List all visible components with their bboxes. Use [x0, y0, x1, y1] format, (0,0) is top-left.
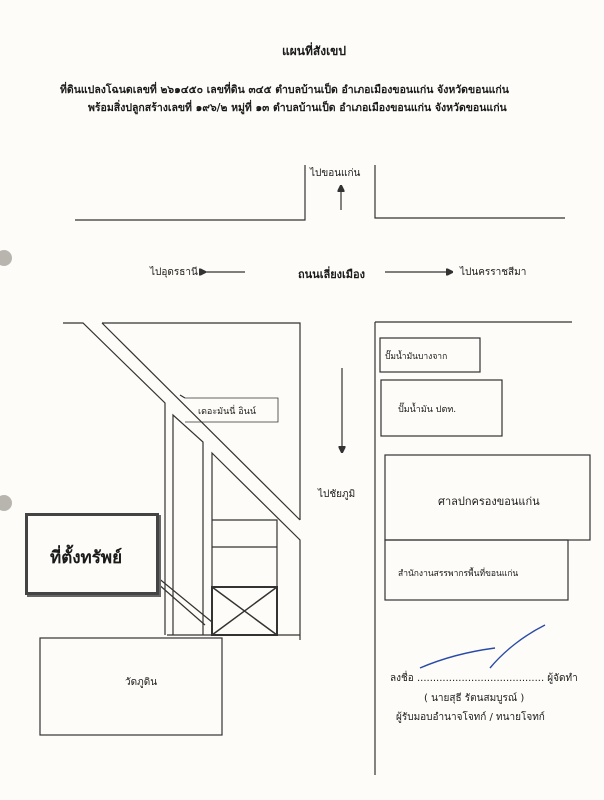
road-edge [172, 413, 204, 635]
property-x-mark [211, 586, 278, 636]
property-callout-box: ที่ตั้งทรัพย์ [25, 513, 159, 595]
wat-plot [39, 637, 223, 736]
road-edge [63, 322, 166, 635]
punch-hole [0, 250, 12, 266]
signer-role: ผู้รับมอบอำนาจโจทก์ / ทนายโจทก์ [396, 712, 545, 723]
signer-name: ( นายสุธี รัตนสมบูรณ์ ) [424, 693, 525, 704]
label-money-inn: เดอะมันนี่ อินน์ [198, 407, 256, 417]
right-road-edge [374, 321, 572, 775]
label-revenue-office: สำนักงานสรรพากรพื้นที่ขอนแก่น [398, 569, 519, 579]
label-wat: วัดภูดิน [125, 677, 158, 688]
top-road [75, 165, 565, 221]
title-line-1: ที่ดินแปลงโฉนดเลขที่ ๒๖๑๔๕๐ เลขที่ดิน ๓๔… [60, 84, 509, 96]
label-to-korat: ไปนครราชสีมา [460, 267, 527, 278]
map-title: แผนที่สังเขป [282, 44, 346, 58]
money-inn-box [185, 397, 279, 423]
sign-line: ลงชื่อ .................................… [390, 673, 578, 684]
label-to-khonkaen: ไปขอนแก่น [310, 168, 361, 179]
label-to-udon: ไปอุดรธานี [150, 267, 198, 278]
label-court: ศาลปกครองขอนแก่น [438, 495, 540, 508]
label-property-location: ที่ตั้งทรัพย์ [50, 548, 123, 568]
punch-hole [0, 495, 12, 511]
ptt-box [380, 379, 503, 437]
label-bypass-road: ถนนเลี่ยงเมือง [298, 268, 366, 281]
title-line-2: พร้อมสิ่งปลูกสร้างเลขที่ ๑๙๖/๒ หมู่ที่ ๑… [88, 102, 507, 114]
bangchak-box [379, 337, 481, 373]
callout-pointer [156, 576, 213, 626]
revenue-box [384, 539, 569, 601]
road-edge [211, 451, 301, 640]
road-edge [101, 322, 301, 521]
signature-mark [419, 624, 546, 669]
label-bangchak: ปั๊มน้ำมันบางจาก [385, 352, 448, 362]
label-to-chaiyaphum: ไปชัยภูมิ [318, 489, 356, 500]
property-lots [212, 519, 278, 636]
label-ptt: ปั๊มน้ำมัน ปตท. [398, 405, 457, 415]
